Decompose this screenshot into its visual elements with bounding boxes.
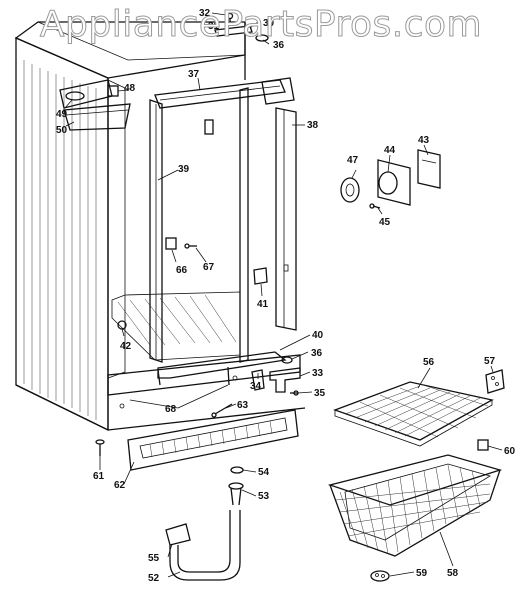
part-label-63: 63 xyxy=(237,400,249,411)
part-label-67: 67 xyxy=(203,262,215,273)
part-label-31: 31 xyxy=(208,21,220,32)
part-label-48: 48 xyxy=(124,83,136,94)
part-label-68: 68 xyxy=(165,404,177,415)
inner-liner-39 xyxy=(149,99,163,363)
part-label-52: 52 xyxy=(148,573,160,584)
breaker-strip-38 xyxy=(275,107,297,331)
part-label-62: 62 xyxy=(114,480,126,491)
clip-60 xyxy=(477,439,489,451)
control-housing-44 xyxy=(377,159,411,206)
part-label-33: 33 xyxy=(312,368,324,379)
drain-cap-54 xyxy=(230,466,244,474)
part-label-54: 54 xyxy=(258,467,270,478)
part-label-56: 56 xyxy=(423,357,435,368)
top-hardware xyxy=(214,12,269,42)
part-label-38: 38 xyxy=(307,120,319,131)
screw-45 xyxy=(369,203,381,209)
part-label-66: 66 xyxy=(176,265,188,276)
part-label-57: 57 xyxy=(484,356,496,367)
cabinet-shell xyxy=(14,21,306,432)
part-label-59: 59 xyxy=(416,568,428,579)
washer-36 xyxy=(281,356,293,364)
part-label-49: 49 xyxy=(56,109,68,120)
screw-35 xyxy=(290,390,299,396)
part-label-35: 35 xyxy=(314,388,326,399)
shelf-support-57 xyxy=(485,369,505,394)
toe-grille-62 xyxy=(127,409,299,471)
liner-right xyxy=(204,87,249,363)
clip-55 xyxy=(165,523,191,546)
part-label-55: 55 xyxy=(148,553,160,564)
clip-66 xyxy=(165,237,177,250)
leader-lines xyxy=(64,12,503,578)
part-label-41: 41 xyxy=(257,299,269,310)
thermostat-43 xyxy=(417,149,441,189)
part-label-61: 61 xyxy=(93,471,105,482)
drain-fitting-53 xyxy=(228,482,244,506)
leveling-leg-61 xyxy=(95,439,105,456)
screw-67 xyxy=(184,243,197,249)
bottom-breaker-40 xyxy=(157,351,287,386)
part-label-47: 47 xyxy=(347,155,359,166)
part-labels: 32 31 30 36 37 38 39 48 49 50 66 67 41 4… xyxy=(56,8,516,584)
drain-tube-52 xyxy=(169,510,241,581)
part-label-32: 32 xyxy=(199,8,211,19)
part-label-60: 60 xyxy=(504,446,516,457)
part-label-39: 39 xyxy=(178,164,190,175)
part-label-53: 53 xyxy=(258,491,270,502)
part-label-45: 45 xyxy=(379,217,391,228)
part-label-34: 34 xyxy=(250,381,262,392)
part-label-43: 43 xyxy=(418,135,430,146)
thermostat-knob-47 xyxy=(340,177,360,203)
part-label-50: 50 xyxy=(56,125,68,136)
part-label-30: 30 xyxy=(263,18,275,29)
top-hinge xyxy=(261,77,295,105)
door-frame-37 xyxy=(154,79,286,109)
part-label-58: 58 xyxy=(447,568,459,579)
hinge-bracket-33 xyxy=(269,367,301,393)
part-label-37: 37 xyxy=(188,69,200,80)
part-label-42: 42 xyxy=(120,341,132,352)
dairy-door-assembly xyxy=(59,79,131,131)
cam-34 xyxy=(251,369,265,391)
wire-shelf-56 xyxy=(333,381,494,447)
screw-63 xyxy=(211,403,233,418)
clip-41 xyxy=(253,267,268,285)
basket-stop-59 xyxy=(370,570,390,582)
part-label-36-top: 36 xyxy=(273,40,285,51)
wire-basket-58 xyxy=(327,454,503,557)
part-label-36: 36 xyxy=(311,348,323,359)
part-label-44: 44 xyxy=(384,145,396,156)
part-label-40: 40 xyxy=(312,330,324,341)
